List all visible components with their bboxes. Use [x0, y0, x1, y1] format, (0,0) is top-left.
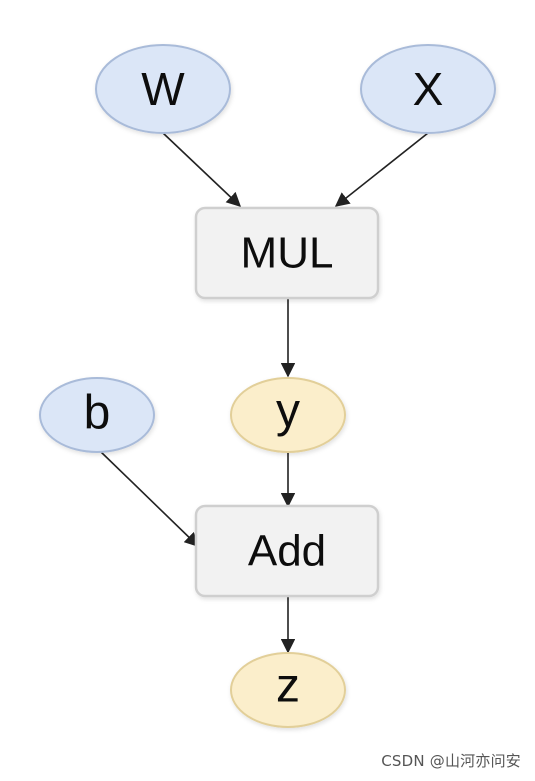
edge-w-to-mul — [162, 132, 242, 207]
edge-x-to-mul — [334, 132, 429, 207]
node-mul-shape — [194, 206, 380, 300]
node-z-shape — [230, 652, 346, 728]
node-add-label: Add — [248, 527, 326, 576]
node-mul: MUL — [194, 206, 380, 300]
node-x-shape — [360, 44, 496, 134]
node-mul-label: MUL — [241, 229, 334, 278]
node-b: b — [39, 377, 155, 453]
node-x-label: X — [413, 63, 444, 115]
node-add-shape — [194, 504, 380, 598]
node-y-label: y — [276, 385, 300, 438]
watermark: CSDN @山河亦问安 — [381, 752, 521, 770]
node-z-label: z — [276, 660, 300, 713]
node-w-label: W — [141, 63, 185, 115]
node-add: Add — [194, 504, 380, 598]
node-z: z — [230, 652, 346, 728]
node-b-label: b — [84, 387, 111, 440]
node-y-shape — [230, 377, 346, 453]
edge-b-to-add — [99, 450, 200, 548]
node-y: y — [230, 377, 346, 453]
node-w-shape — [95, 44, 231, 134]
node-b-shape — [39, 377, 155, 453]
node-x: X — [360, 44, 496, 134]
node-w: W — [95, 44, 231, 134]
